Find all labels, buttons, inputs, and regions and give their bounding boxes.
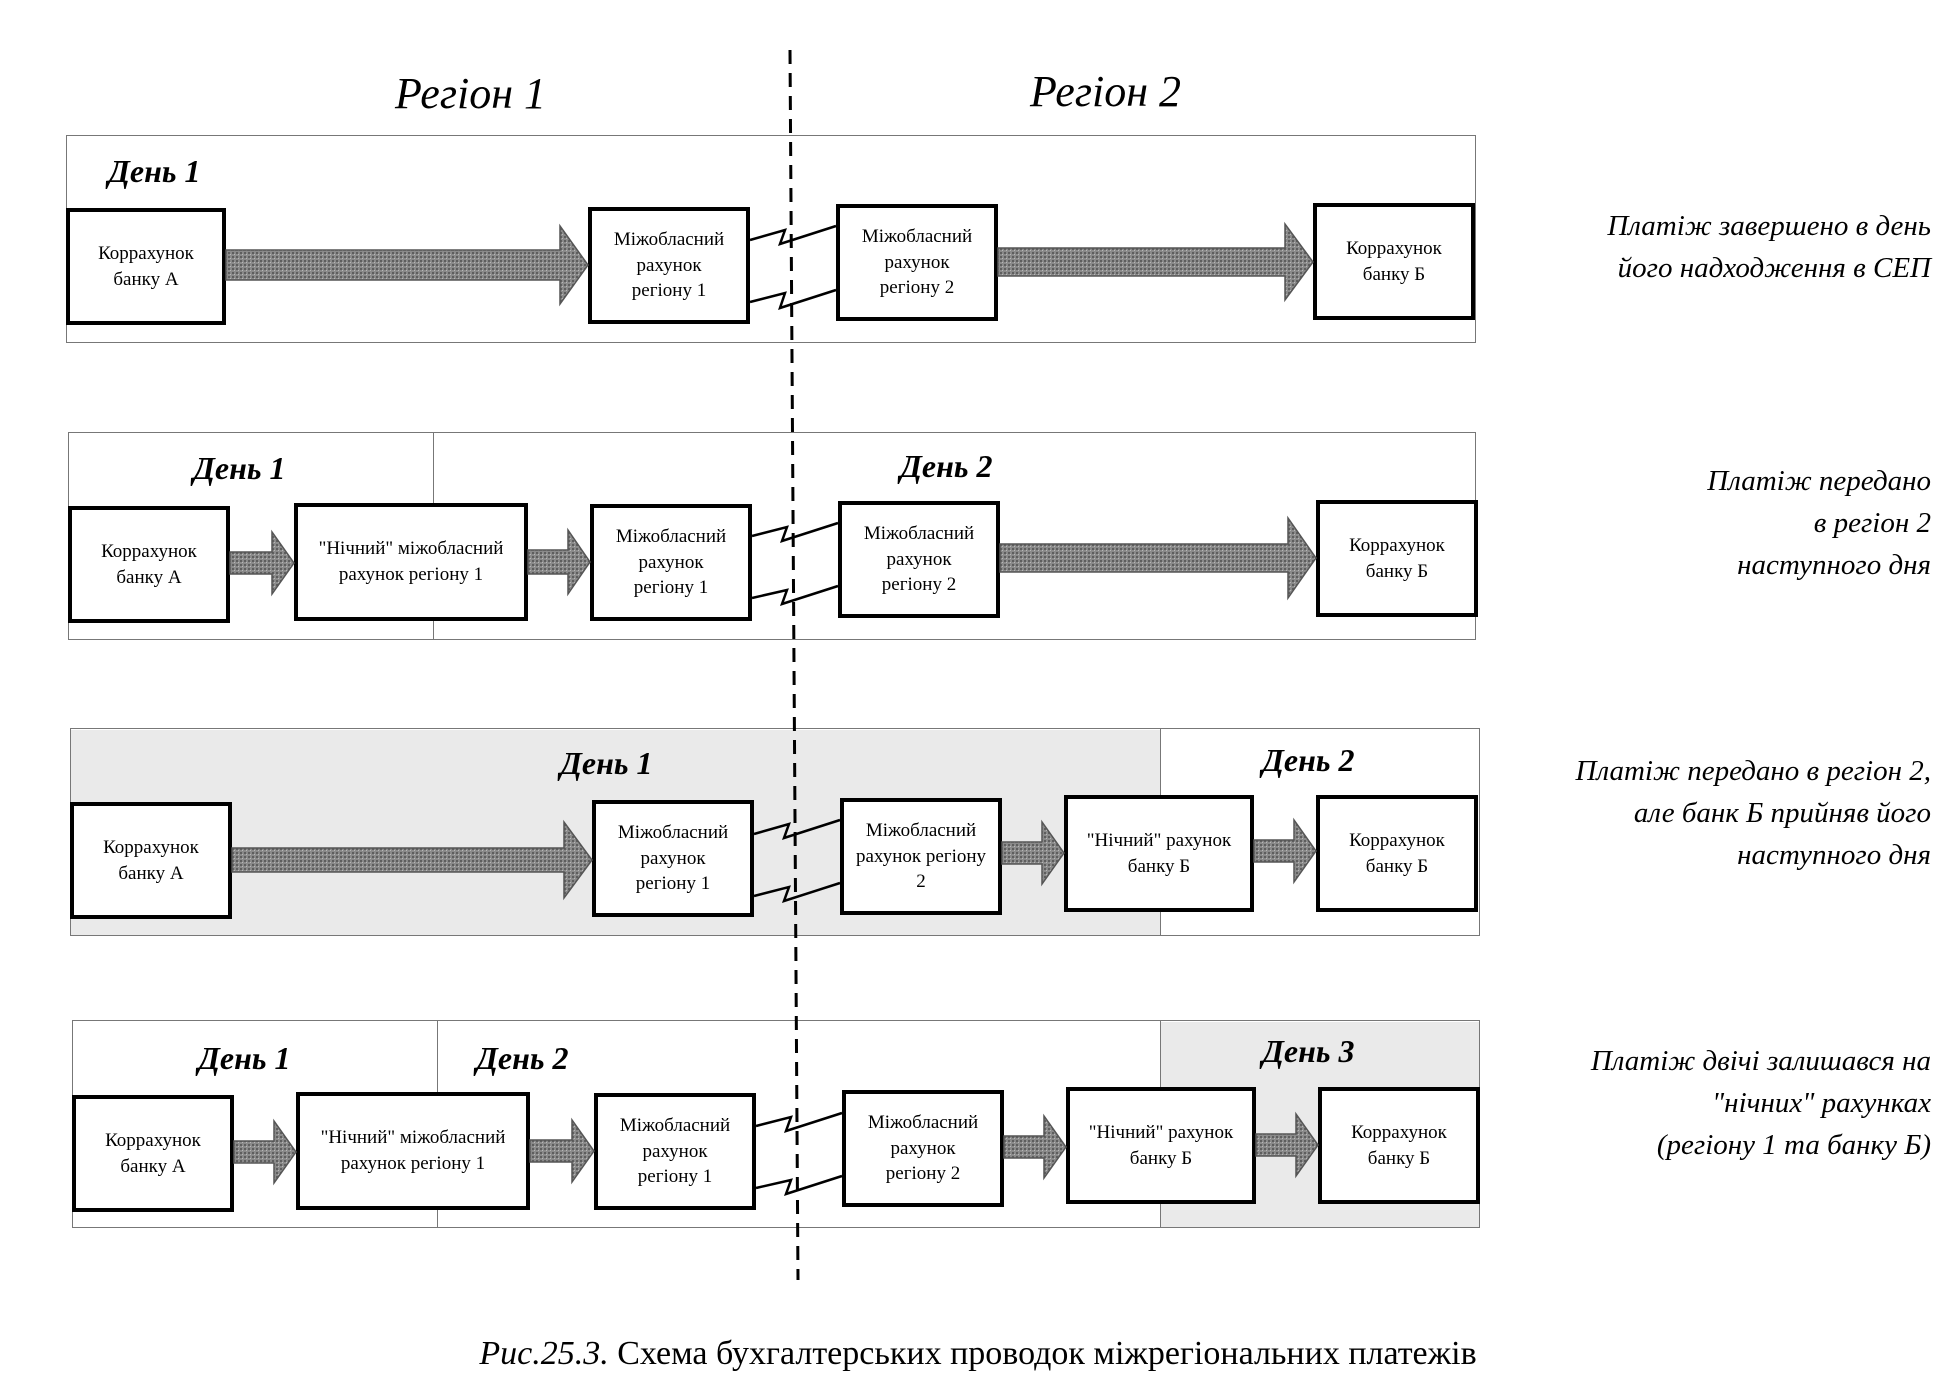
- row-4-box-bank-a: Коррахунок банку А: [72, 1095, 234, 1212]
- row-1-box-bank-b: Коррахунок банку Б: [1313, 203, 1475, 320]
- row-4-note: Платіж двічі залишався на "нічних" рахун…: [1590, 1045, 1931, 1162]
- figure-caption-text: Схема бухгалтерських проводок міжрегіона…: [617, 1335, 1477, 1372]
- row-3-box-bank-a: Коррахунок банку А: [70, 802, 232, 919]
- row-2-box-night-interregional-1: "Нічний" міжобласний рахунок регіону 1: [294, 503, 528, 621]
- row-3-day-1: День 1: [560, 745, 653, 781]
- row-2-note: Платіж передано в регіон 2 наступного дн…: [1707, 465, 1931, 582]
- row-1-day-1: День 1: [108, 153, 201, 189]
- row-1-band: [66, 135, 1476, 343]
- figure-caption: Рис.25.3. Схема бухгалтерських проводок …: [0, 1335, 1956, 1373]
- row-4-day-2: День 2: [476, 1040, 569, 1076]
- row-3-box-interregional-2: Міжобласний рахунок регіону 2: [840, 798, 1002, 915]
- row-1-box-bank-a: Коррахунок банку А: [66, 208, 226, 325]
- row-2-box-interregional-2: Міжобласний рахунок регіону 2: [838, 501, 1000, 618]
- row-2-box-bank-a: Коррахунок банку А: [68, 506, 230, 623]
- row-4-box-interregional-1: Міжобласний рахунок регіону 1: [594, 1093, 756, 1210]
- region-1-label: Регіон 1: [395, 69, 547, 118]
- row-3-box-bank-b: Коррахунок банку Б: [1316, 795, 1478, 912]
- row-4-box-bank-b: Коррахунок банку Б: [1318, 1087, 1480, 1204]
- row-3-day-2: День 2: [1262, 742, 1355, 778]
- row-1-note: Платіж завершено в день його надходження…: [1607, 210, 1931, 285]
- row-2-box-interregional-1: Міжобласний рахунок регіону 1: [590, 504, 752, 621]
- row-2-box-bank-b: Коррахунок банку Б: [1316, 500, 1478, 617]
- figure-caption-prefix: Рис.25.3.: [479, 1335, 609, 1372]
- row-3-note: Платіж передано в регіон 2, але банк Б п…: [1575, 755, 1931, 872]
- row-2-day-1: День 1: [193, 450, 286, 486]
- row-4-day-3: День 3: [1262, 1033, 1355, 1069]
- row-1-box-interregional-2: Міжобласний рахунок регіону 2: [836, 204, 998, 321]
- row-4-box-interregional-2: Міжобласний рахунок регіону 2: [842, 1090, 1004, 1207]
- row-2-day-2: День 2: [900, 448, 993, 484]
- row-3-box-interregional-1: Міжобласний рахунок регіону 1: [592, 800, 754, 917]
- row-4-day-1: День 1: [198, 1040, 291, 1076]
- row-4-box-night-bank-b: "Нічний" рахунок банку Б: [1066, 1087, 1256, 1204]
- row-4-box-night-interregional-1: "Нічний" міжобласний рахунок регіону 1: [296, 1092, 530, 1210]
- region-2-label: Регіон 2: [1030, 67, 1182, 116]
- row-3-box-night-bank-b: "Нічний" рахунок банку Б: [1064, 795, 1254, 912]
- row-1-box-interregional-1: Міжобласний рахунок регіону 1: [588, 207, 750, 324]
